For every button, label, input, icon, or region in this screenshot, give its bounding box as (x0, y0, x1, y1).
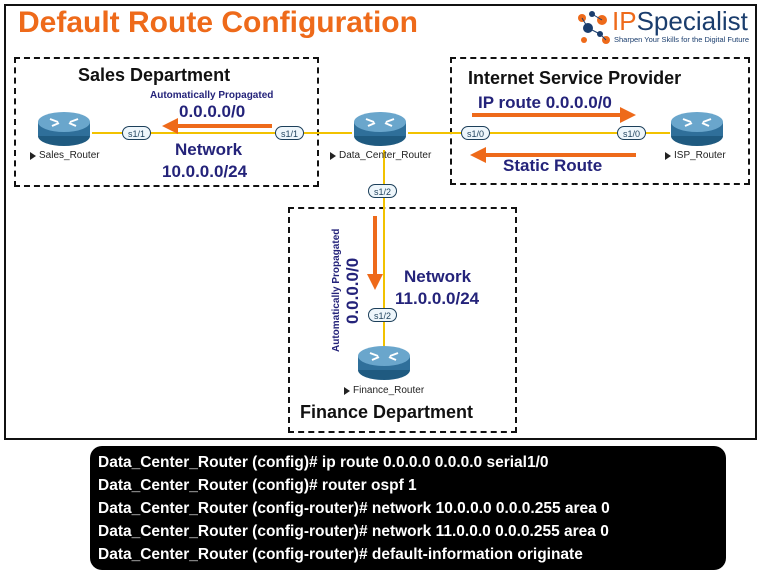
isp-ip-route-label: IP route 0.0.0.0/0 (478, 93, 612, 112)
data-center-router-icon (354, 112, 406, 146)
finance-department-box (288, 207, 517, 433)
arrow-static-route-from-isp (470, 147, 636, 163)
data-center-router-label: Data_Center_Router (339, 150, 432, 161)
page-title: Default Route Configuration (18, 6, 418, 39)
port-isp-s1-0: s1/0 (617, 126, 647, 140)
finance-label-triangle-icon (344, 387, 350, 395)
cli-line: Data_Center_Router (config-router)# defa… (98, 546, 583, 563)
isp-router-icon (671, 112, 723, 146)
isp-department-title: Internet Service Provider (468, 68, 682, 88)
sales-department-title: Sales Department (78, 65, 231, 85)
port-dc-s1-2: s1/2 (368, 184, 398, 198)
cli-command-box: Data_Center_Router (config)# ip route 0.… (90, 446, 726, 570)
arrow-propagated-to-sales (162, 118, 272, 134)
port-dc-s1-0: s1/0 (461, 126, 491, 140)
logo-dots-icon (578, 11, 610, 44)
arrow-propagated-to-finance (367, 216, 383, 290)
logo-brand-name: IPSpecialist (612, 6, 748, 36)
sales-network-label: Network (175, 140, 243, 159)
sales-router-icon (38, 112, 90, 146)
port-finance-s1-2: s1/2 (368, 308, 398, 322)
cli-line: Data_Center_Router (config)# ip route 0.… (98, 454, 549, 471)
finance-network-label: Network (404, 267, 472, 286)
brand-logo: IPSpecialist Sharpen Your Skills for the… (576, 6, 756, 48)
logo-tagline: Sharpen Your Skills for the Digital Futu… (614, 35, 750, 44)
dc-label-triangle-icon (330, 152, 336, 160)
finance-router-icon (358, 346, 410, 380)
sales-router-label: Sales_Router (39, 150, 100, 161)
finance-router-label: Finance_Router (353, 385, 425, 396)
cli-line: Data_Center_Router (config-router)# netw… (98, 523, 609, 540)
finance-propagated-label: Automatically Propagated (331, 228, 342, 352)
sales-propagated-label: Automatically Propagated (150, 90, 274, 101)
port-dc-s1-1: s1/1 (275, 126, 305, 140)
finance-network-address: 11.0.0.0/24 (395, 289, 480, 308)
sales-network-address: 10.0.0.0/24 (162, 162, 248, 181)
sales-label-triangle-icon (30, 152, 36, 160)
finance-default-route: 0.0.0.0/0 (343, 257, 362, 324)
isp-static-route-label: Static Route (503, 156, 603, 175)
isp-router-label: ISP_Router (674, 150, 726, 161)
port-sales-s1-1: s1/1 (122, 126, 152, 140)
arrow-ip-route-to-isp (472, 107, 636, 123)
sales-default-route: 0.0.0.0/0 (179, 102, 246, 121)
finance-department-title: Finance Department (300, 402, 474, 422)
isp-department-box (450, 57, 750, 185)
isp-label-triangle-icon (665, 152, 671, 160)
cli-line: Data_Center_Router (config-router)# netw… (98, 500, 610, 517)
sales-department-box (14, 57, 319, 187)
cli-line: Data_Center_Router (config)# router ospf… (98, 477, 417, 494)
